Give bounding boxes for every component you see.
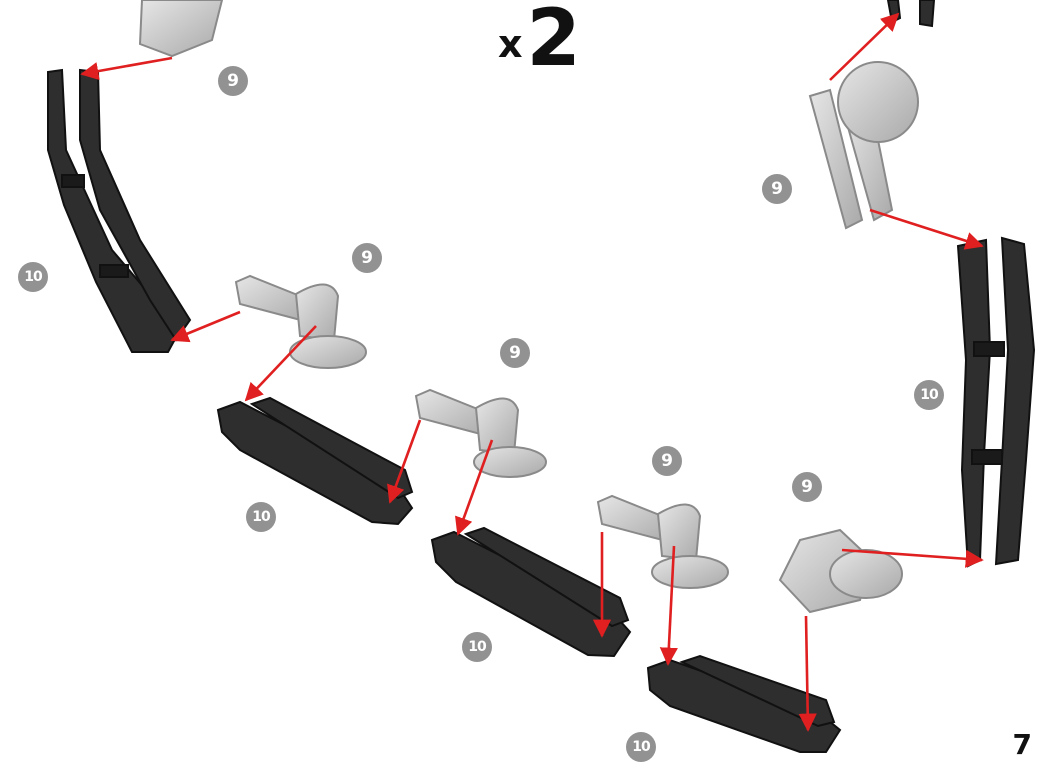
multiplier-prefix: x — [498, 22, 523, 66]
track-link-top-left — [48, 70, 190, 352]
part-number-badge: 10 — [626, 732, 656, 762]
connector-top-right — [810, 62, 918, 228]
part-number-badge: 10 — [462, 632, 492, 662]
part-number-badge: 10 — [914, 380, 944, 410]
part-number-badge: 9 — [762, 174, 792, 204]
track-link-top-right-fragment — [888, 0, 934, 26]
connector-1 — [236, 276, 366, 368]
connector-3 — [598, 496, 728, 588]
part-number-badge: 9 — [792, 472, 822, 502]
quantity-multiplier: x2 — [498, 0, 579, 84]
part-number-badge: 9 — [652, 446, 682, 476]
page-number: 7 — [1013, 728, 1032, 761]
part-number-badge: 9 — [500, 338, 530, 368]
part-number-badge: 10 — [246, 502, 276, 532]
part-number-badge: 9 — [218, 66, 248, 96]
track-link-bottom — [648, 656, 840, 752]
connector-top-left — [140, 0, 222, 56]
multiplier-count: 2 — [527, 0, 579, 84]
track-link-middle-1 — [218, 398, 412, 524]
connector-4 — [780, 530, 902, 612]
track-link-right — [958, 238, 1034, 566]
part-number-badge: 10 — [18, 262, 48, 292]
part-number-badge: 9 — [352, 243, 382, 273]
connector-2 — [416, 390, 546, 477]
track-link-middle-2 — [432, 528, 630, 656]
